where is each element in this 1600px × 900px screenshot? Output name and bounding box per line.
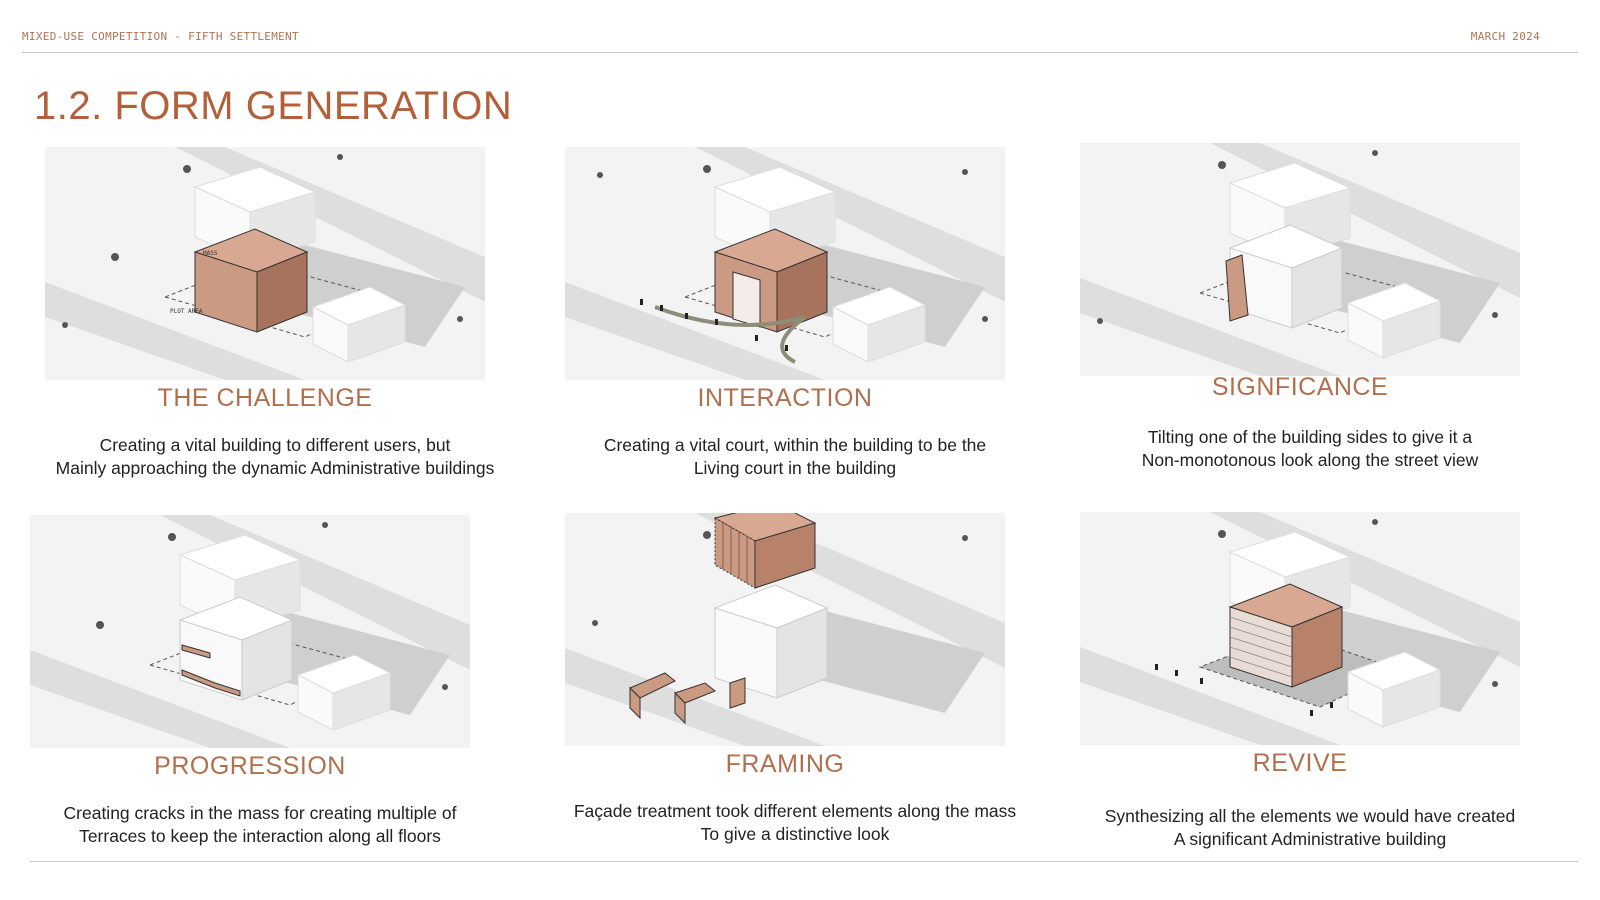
isometric-diagram — [1080, 143, 1520, 376]
description-line-1: Tilting one of the building sides to giv… — [1147, 427, 1473, 447]
people-figures — [1155, 664, 1333, 716]
page-title: 1.2. FORM GENERATION — [34, 84, 513, 128]
diagram-progression — [30, 515, 470, 748]
isometric-diagram — [30, 515, 470, 748]
panel-description: Creating cracks in the mass for creating… — [10, 802, 510, 848]
diagram-the-challenge: MASS PLOT AREA — [45, 147, 485, 380]
panel-title: THE CHALLENGE — [157, 384, 373, 412]
mass-label: MASS — [203, 250, 218, 257]
description-line-2: Terraces to keep the interaction along a… — [79, 826, 441, 846]
description-line-1: Creating a vital building to different u… — [99, 435, 451, 455]
description-line-2: A significant Administrative building — [1173, 829, 1447, 849]
header-date: MARCH 2024 — [1470, 30, 1540, 43]
description-line-2: Non-monotonous look along the street vie… — [1141, 450, 1479, 470]
tree-icon — [592, 620, 598, 626]
description-line-2: Mainly approaching the dynamic Administr… — [55, 458, 495, 478]
header-project-name: MIXED-USE COMPETITION - FIFTH SETTLEMENT — [22, 30, 299, 43]
description-line-1: Façade treatment took different elements… — [573, 801, 1017, 821]
tree-icon — [1097, 318, 1103, 324]
tree-icon — [1492, 312, 1498, 318]
diagram-significance — [1080, 143, 1520, 376]
panel-title: PROGRESSION — [154, 752, 346, 780]
panel-title: INTERACTION — [697, 384, 873, 412]
tree-icon — [96, 621, 104, 629]
panel-description: Tilting one of the building sides to giv… — [1060, 426, 1560, 472]
tree-icon — [111, 253, 119, 261]
description-line-2: Living court in the building — [693, 458, 897, 478]
isometric-diagram — [565, 147, 1005, 380]
tree-icon — [982, 316, 988, 322]
tree-icon — [1372, 519, 1378, 525]
tree-icon — [962, 535, 968, 541]
tree-icon — [1492, 681, 1498, 687]
diagram-framing — [565, 513, 1005, 746]
people-figures — [640, 299, 788, 351]
description-line-2: To give a distinctive look — [700, 824, 890, 844]
bottom-divider — [30, 861, 1578, 862]
tree-icon — [183, 165, 191, 173]
tree-icon — [962, 169, 968, 175]
tree-icon — [442, 684, 448, 690]
panel-description: Synthesizing all the elements we would h… — [1060, 805, 1560, 851]
isometric-diagram — [1080, 512, 1520, 745]
tree-icon — [703, 531, 711, 539]
panel-title: REVIVE — [1252, 749, 1348, 777]
panel-description: Creating a vital court, within the build… — [545, 434, 1045, 480]
isometric-diagram — [565, 513, 1005, 746]
tree-icon — [1372, 150, 1378, 156]
diagram-revive — [1080, 512, 1520, 745]
description-line-1: Synthesizing all the elements we would h… — [1104, 806, 1516, 826]
top-divider — [22, 52, 1578, 53]
isometric-diagram: MASS PLOT AREA — [45, 147, 485, 380]
panel-description: Façade treatment took different elements… — [545, 800, 1045, 846]
tree-icon — [703, 165, 711, 173]
panel-title: FRAMING — [725, 750, 845, 778]
tree-icon — [597, 172, 603, 178]
panel-title: SIGNFICANCE — [1211, 373, 1389, 401]
tree-icon — [1218, 161, 1226, 169]
tree-icon — [168, 533, 176, 541]
tree-icon — [457, 316, 463, 322]
tree-icon — [322, 522, 328, 528]
tree-icon — [337, 154, 343, 160]
diagram-interaction — [565, 147, 1005, 380]
tree-icon — [62, 322, 68, 328]
description-line-1: Creating a vital court, within the build… — [603, 435, 987, 455]
plot-area-label: PLOT AREA — [170, 308, 203, 315]
tree-icon — [1218, 530, 1226, 538]
panel-description: Creating a vital building to different u… — [25, 434, 525, 480]
description-line-1: Creating cracks in the mass for creating… — [63, 803, 457, 823]
